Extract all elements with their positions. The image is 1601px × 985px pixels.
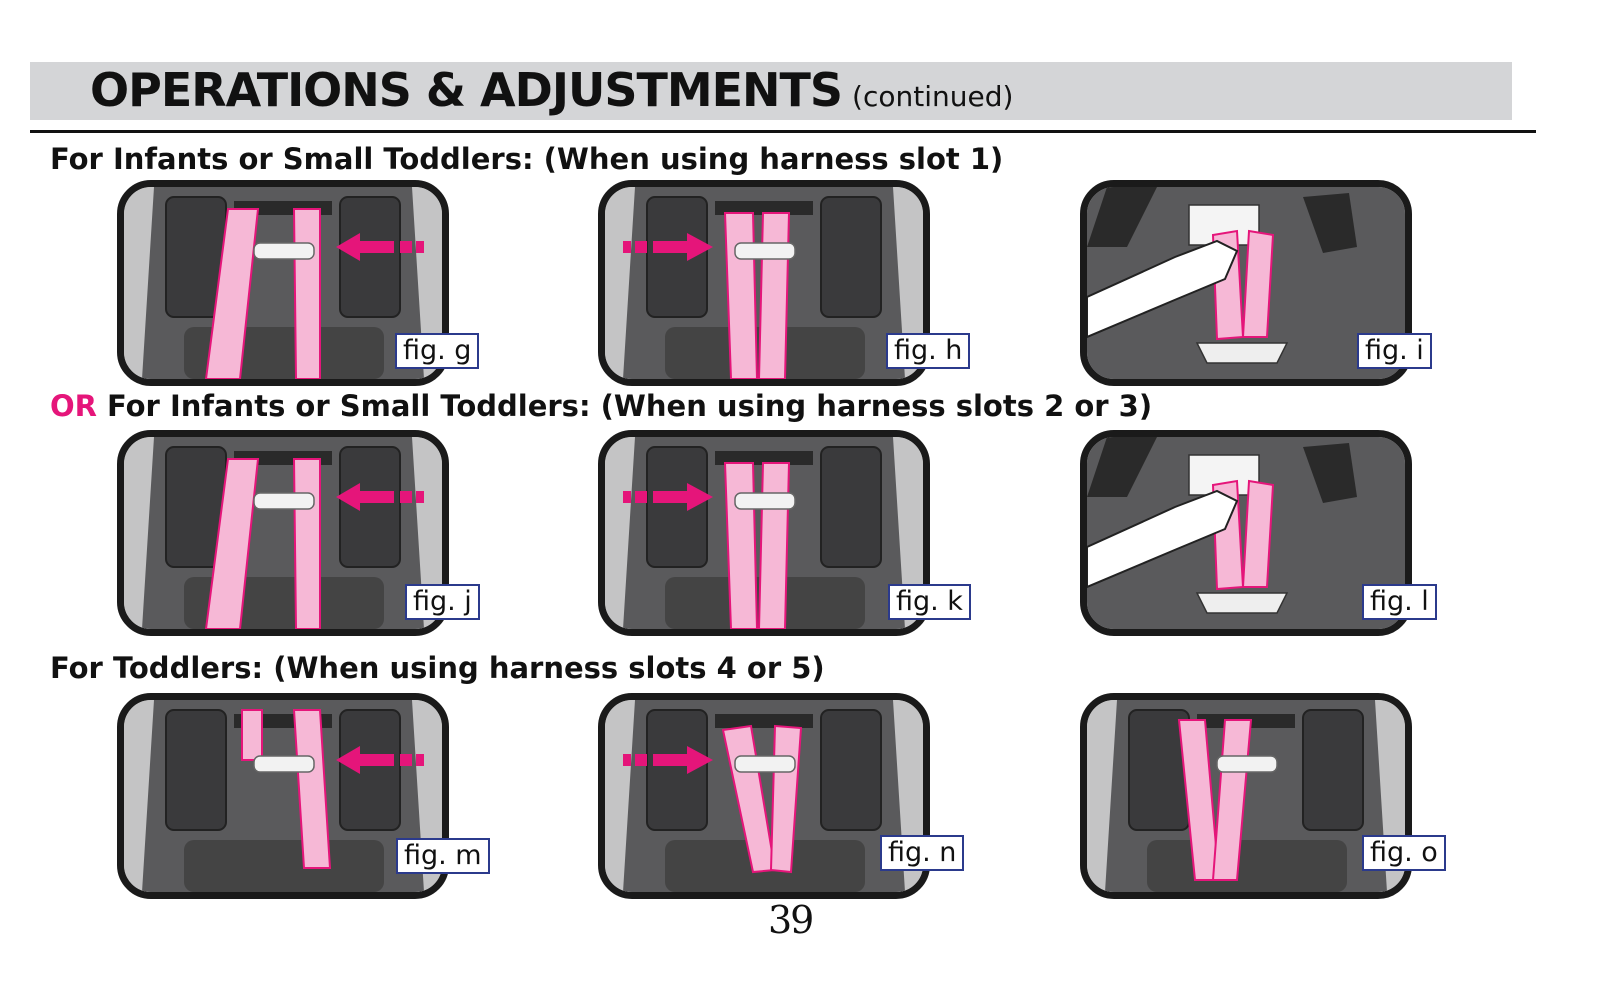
arrow-left-icon bbox=[336, 483, 394, 511]
arrow-left-icon bbox=[336, 746, 394, 774]
arrow-dash bbox=[416, 491, 424, 503]
buckle-plate bbox=[1195, 342, 1289, 364]
side-pad-right bbox=[820, 196, 882, 318]
figure-l-illustration bbox=[1080, 430, 1412, 636]
side-pad-left bbox=[646, 196, 708, 318]
arrow-dash bbox=[416, 241, 424, 253]
side-pad-right bbox=[820, 446, 882, 568]
section-heading-text: For Infants or Small Toddlers: (When usi… bbox=[106, 389, 1153, 423]
header-rule bbox=[30, 130, 1536, 133]
side-pad-right bbox=[820, 709, 882, 831]
harness-strap-left bbox=[204, 208, 260, 379]
harness-strap-left bbox=[241, 709, 263, 761]
page-title-text: OPERATIONS & ADJUSTMENTS bbox=[90, 63, 843, 117]
harness-splitter-plate bbox=[253, 242, 315, 260]
harness-splitter-plate bbox=[253, 755, 315, 773]
arrow-dash bbox=[635, 491, 647, 503]
arrow-dash bbox=[400, 754, 412, 766]
arrow-right-icon bbox=[653, 746, 713, 774]
arrow-dash bbox=[635, 754, 647, 766]
section-heading-slots-2-3: OR For Infants or Small Toddlers: (When u… bbox=[50, 389, 1152, 423]
adjuster-lever bbox=[1303, 193, 1357, 253]
figure-h-illustration bbox=[598, 180, 930, 386]
page-title-continued: (continued) bbox=[852, 80, 1014, 113]
harness-strap-right bbox=[1241, 229, 1275, 338]
harness-strap-right bbox=[757, 212, 791, 379]
section-heading-slots-4-5: For Toddlers: (When using harness slots … bbox=[50, 651, 825, 685]
figure-i-illustration bbox=[1080, 180, 1412, 386]
harness-splitter-plate bbox=[1216, 755, 1278, 773]
harness-bar bbox=[715, 714, 813, 728]
harness-strap-left bbox=[723, 462, 759, 629]
harness-strap-left bbox=[723, 212, 759, 379]
section-heading-text: For Toddlers: (When using harness slots … bbox=[50, 651, 825, 685]
section-heading-slot-1: For Infants or Small Toddlers: (When usi… bbox=[50, 142, 1003, 176]
seat-shadow bbox=[1087, 187, 1157, 247]
figure-j-label: fig. j bbox=[405, 584, 480, 620]
or-label: OR bbox=[50, 389, 97, 423]
hand-illustration bbox=[1087, 239, 1239, 339]
harness-splitter-plate bbox=[734, 242, 796, 260]
page-title: OPERATIONS & ADJUSTMENTS (continued) bbox=[90, 60, 1013, 127]
harness-strap-right bbox=[292, 709, 332, 869]
figure-k-label: fig. k bbox=[888, 584, 971, 620]
harness-strap-right bbox=[292, 208, 321, 379]
figure-g-label: fig. g bbox=[395, 333, 480, 369]
arrow-dash bbox=[623, 754, 631, 766]
arrow-dash bbox=[623, 491, 631, 503]
harness-splitter-plate bbox=[734, 755, 796, 773]
seat-base bbox=[1147, 840, 1347, 892]
side-pad-left bbox=[646, 446, 708, 568]
arrow-right-icon bbox=[653, 233, 713, 261]
harness-splitter-plate bbox=[734, 492, 796, 510]
figure-m-illustration bbox=[117, 693, 449, 899]
arrow-dash bbox=[635, 241, 647, 253]
figure-o-label: fig. o bbox=[1362, 835, 1446, 871]
adjuster-lever bbox=[1303, 443, 1357, 503]
figure-o-illustration bbox=[1080, 693, 1412, 899]
harness-strap-right bbox=[757, 462, 791, 629]
figure-l-label: fig. l bbox=[1362, 584, 1437, 620]
arrow-dash bbox=[416, 754, 424, 766]
buckle-plate bbox=[1195, 592, 1289, 614]
arrow-dash bbox=[400, 241, 412, 253]
harness-bar bbox=[715, 451, 813, 465]
harness-strap-right bbox=[292, 458, 321, 629]
figure-j-illustration bbox=[117, 430, 449, 636]
figure-n-illustration bbox=[598, 693, 930, 899]
harness-strap-right bbox=[1241, 479, 1275, 588]
figure-i-label: fig. i bbox=[1357, 333, 1432, 369]
arrow-dash bbox=[400, 491, 412, 503]
arrow-right-icon bbox=[653, 483, 713, 511]
seat-base bbox=[184, 840, 384, 892]
figure-k-illustration bbox=[598, 430, 930, 636]
arrow-left-icon bbox=[336, 233, 394, 261]
harness-bar bbox=[715, 201, 813, 215]
harness-strap-left bbox=[204, 458, 260, 629]
figure-m-label: fig. m bbox=[396, 838, 490, 874]
hand-illustration bbox=[1087, 489, 1239, 589]
arrow-dash bbox=[623, 241, 631, 253]
side-pad-right bbox=[1302, 709, 1364, 831]
figure-g-illustration bbox=[117, 180, 449, 386]
side-pad-right bbox=[339, 446, 401, 568]
header-band bbox=[30, 62, 1512, 120]
page-number: 39 bbox=[768, 898, 814, 942]
section-heading-text: For Infants or Small Toddlers: (When usi… bbox=[50, 142, 1004, 176]
seat-shadow bbox=[1087, 437, 1157, 497]
side-pad-left bbox=[165, 709, 227, 831]
side-pad-right bbox=[339, 196, 401, 318]
figure-n-label: fig. n bbox=[880, 835, 965, 871]
side-pad-right bbox=[339, 709, 401, 831]
side-pad-left bbox=[646, 709, 708, 831]
harness-splitter-plate bbox=[253, 492, 315, 510]
figure-h-label: fig. h bbox=[886, 333, 971, 369]
